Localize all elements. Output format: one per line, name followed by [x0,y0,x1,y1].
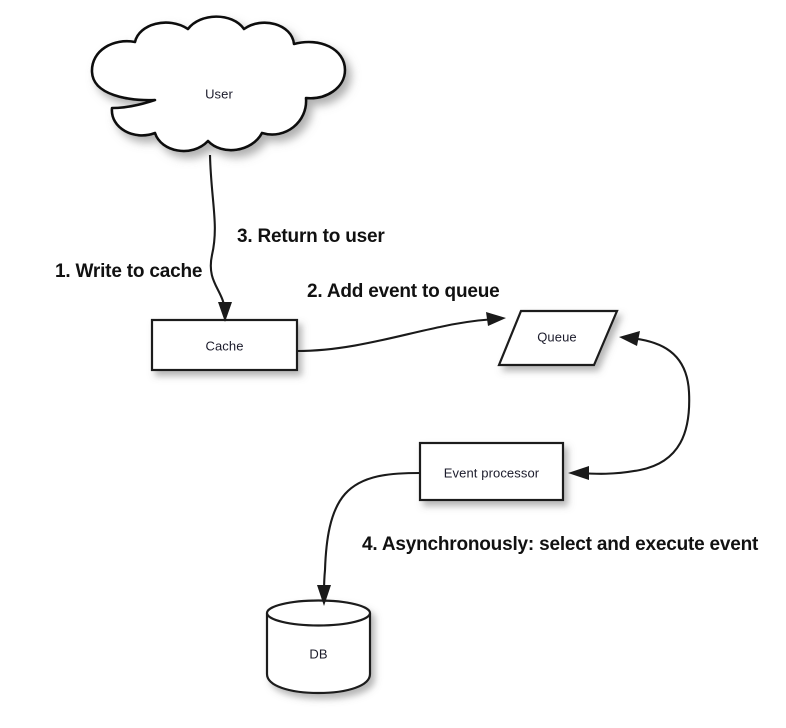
event-processor-rect-shape [418,441,565,502]
arrowhead-db-in [317,585,331,606]
node-db[interactable]: DB [265,599,372,695]
queue-parallelogram-shape [497,309,619,367]
edge-queue-event-processor-loop [568,331,691,480]
db-cylinder-top [265,599,372,627]
edge-user-cache-line [208,154,227,313]
node-label-queue: Queue [537,329,577,344]
node-label-db: DB [309,646,327,661]
node-event-processor[interactable]: Event processor [418,441,565,502]
node-user[interactable]: User [90,15,347,153]
node-cache[interactable]: Cache [150,318,299,372]
arrowhead-queue-loop-in [619,331,640,346]
edge-label-step3: 3. Return to user [237,226,385,247]
arrowhead-queue-in [486,312,506,326]
user-cloud-shape [90,15,347,153]
arrowhead-cache-in [218,302,232,322]
db-cylinder-body [265,612,372,695]
edge-cache-queue-line [296,317,496,353]
edge-user-to-cache [208,154,232,322]
edge-event-processor-to-db [317,471,421,606]
edge-label-step4: 4. Asynchronously: select and execute ev… [362,534,759,555]
node-queue[interactable]: Queue [497,309,619,367]
edge-loop-line [579,336,691,475]
edge-label-step1: 1. Write to cache [55,261,202,282]
arrowhead-event-processor-in [568,466,589,480]
edge-cache-to-queue [296,312,506,353]
edge-eventp-db-line [322,471,421,595]
node-label-user: User [205,86,233,101]
edge-label-step2: 2. Add event to queue [307,281,500,302]
cache-rect-shape [150,318,299,372]
node-label-event-processor: Event processor [444,465,540,480]
node-label-cache: Cache [205,338,243,353]
